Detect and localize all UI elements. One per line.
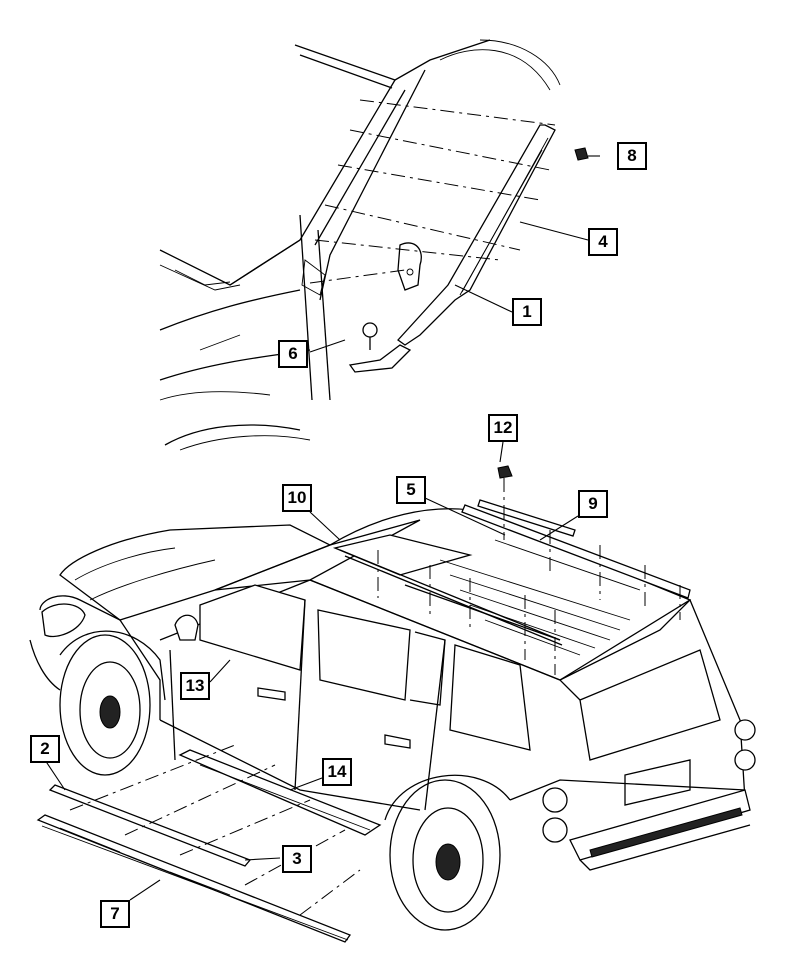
- callout-14: 14: [322, 758, 352, 786]
- callout-8: 8: [617, 142, 647, 170]
- callout-5: 5: [396, 476, 426, 504]
- callout-10: 10: [282, 484, 312, 512]
- callout-2: 2: [30, 735, 60, 763]
- callout-3: 3: [282, 845, 312, 873]
- callout-7: 7: [100, 900, 130, 928]
- callout-6: 6: [278, 340, 308, 368]
- callout-12: 12: [488, 414, 518, 442]
- callout-4: 4: [588, 228, 618, 256]
- loose-trim-parts: [36, 441, 579, 943]
- a-pillar-detail-view: [159, 39, 600, 451]
- vehicle-body: [29, 499, 756, 931]
- callout-1: 1: [512, 298, 542, 326]
- callout-13: 13: [180, 672, 210, 700]
- callout-9: 9: [578, 490, 608, 518]
